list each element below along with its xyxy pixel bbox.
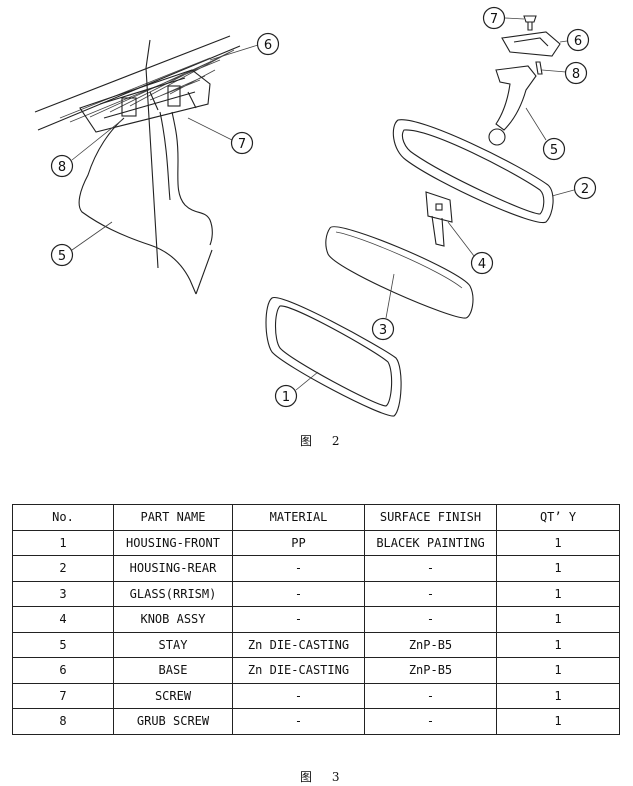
cell-material: -	[232, 580, 365, 607]
cell-surface-finish: -	[364, 682, 497, 709]
callout-right-3: 3	[371, 273, 395, 341]
cell-material: Zn DIE-CASTING	[232, 631, 365, 658]
cell-material: -	[232, 555, 365, 582]
callout-left-7: 7	[187, 117, 254, 155]
svg-text:8: 8	[572, 67, 580, 82]
cell-surface-finish: ZnP-B5	[364, 631, 497, 658]
cell-surface-finish: -	[364, 555, 497, 582]
svg-text:4: 4	[478, 257, 486, 272]
svg-text:8: 8	[58, 160, 66, 175]
callout-right-6: 6	[559, 28, 590, 52]
parts-table: No. PART NAME MATERIAL SURFACE FINISH QT…	[12, 504, 620, 735]
svg-text:5: 5	[550, 143, 558, 158]
cell-qty: 1	[496, 631, 620, 658]
knob-assy-part	[425, 191, 453, 247]
header-material: MATERIAL	[232, 504, 365, 531]
cell-qty: 1	[496, 682, 620, 709]
svg-text:7: 7	[238, 137, 246, 152]
svg-text:1: 1	[282, 390, 290, 405]
cell-surface-finish: BLACEK PAINTING	[364, 529, 497, 556]
cell-surface-finish: -	[364, 580, 497, 607]
cell-part-name: HOUSING-FRONT	[113, 529, 233, 556]
cell-part-name: SCREW	[113, 682, 233, 709]
cell-surface-finish: -	[364, 606, 497, 633]
header-surface-finish: SURFACE FINISH	[364, 504, 497, 531]
cell-part-name: STAY	[113, 631, 233, 658]
housing-front-part	[265, 297, 402, 417]
svg-text:2: 2	[581, 182, 589, 197]
stay-part	[488, 65, 537, 146]
cell-no: 5	[12, 631, 114, 658]
callout-right-7: 7	[482, 6, 525, 30]
cell-material: -	[232, 606, 365, 633]
svg-text:3: 3	[379, 323, 387, 338]
callout-right-8: 8	[541, 61, 588, 85]
cell-qty: 1	[496, 555, 620, 582]
grub-screw-part	[535, 61, 543, 75]
svg-text:7: 7	[490, 12, 498, 27]
glass-part	[325, 226, 474, 319]
cell-qty: 1	[496, 529, 620, 556]
cell-no: 8	[12, 708, 114, 735]
svg-text:5: 5	[58, 249, 66, 264]
cell-surface-finish: ZnP-B5	[364, 657, 497, 684]
svg-text:6: 6	[264, 38, 272, 53]
svg-text:6: 6	[574, 34, 582, 49]
header-part-name: PART NAME	[113, 504, 233, 531]
callout-right-4: 4	[447, 221, 494, 275]
cell-no: 1	[12, 529, 114, 556]
installed-mirror-view	[34, 35, 241, 295]
cell-surface-finish: -	[364, 708, 497, 735]
cell-no: 4	[12, 606, 114, 633]
callout-left-5: 5	[50, 221, 113, 267]
callout-left-8: 8	[50, 119, 123, 178]
cell-qty: 1	[496, 708, 620, 735]
callout-right-2: 2	[551, 176, 597, 200]
cell-no: 7	[12, 682, 114, 709]
cell-qty: 1	[496, 657, 620, 684]
figure-3-caption: 图 3	[300, 770, 348, 784]
housing-rear-part	[392, 119, 554, 224]
cell-qty: 1	[496, 606, 620, 633]
cell-part-name: KNOB ASSY	[113, 606, 233, 633]
screw-part	[523, 15, 537, 31]
cell-material: Zn DIE-CASTING	[232, 657, 365, 684]
header-qty: QT’ Y	[496, 504, 620, 531]
table-header-row: No. PART NAME MATERIAL SURFACE FINISH QT…	[12, 504, 620, 531]
cell-no: 2	[12, 555, 114, 582]
cell-part-name: GRUB SCREW	[113, 708, 233, 735]
callout-right-1: 1	[274, 371, 319, 408]
cell-part-name: GLASS(RRISM)	[113, 580, 233, 607]
base-part	[501, 31, 561, 57]
cell-material: -	[232, 708, 365, 735]
cell-no: 6	[12, 657, 114, 684]
callout-right-5: 5	[525, 107, 566, 161]
figure-2-caption: 图 2	[300, 434, 348, 448]
exploded-mirror-drawing: 6 7 8 5	[34, 6, 597, 417]
cell-part-name: BASE	[113, 657, 233, 684]
cell-material: PP	[232, 529, 365, 556]
cell-qty: 1	[496, 580, 620, 607]
callout-left-6: 6	[209, 32, 280, 61]
header-no: No.	[12, 504, 114, 531]
cell-no: 3	[12, 580, 114, 607]
cell-part-name: HOUSING-REAR	[113, 555, 233, 582]
cell-material: -	[232, 682, 365, 709]
